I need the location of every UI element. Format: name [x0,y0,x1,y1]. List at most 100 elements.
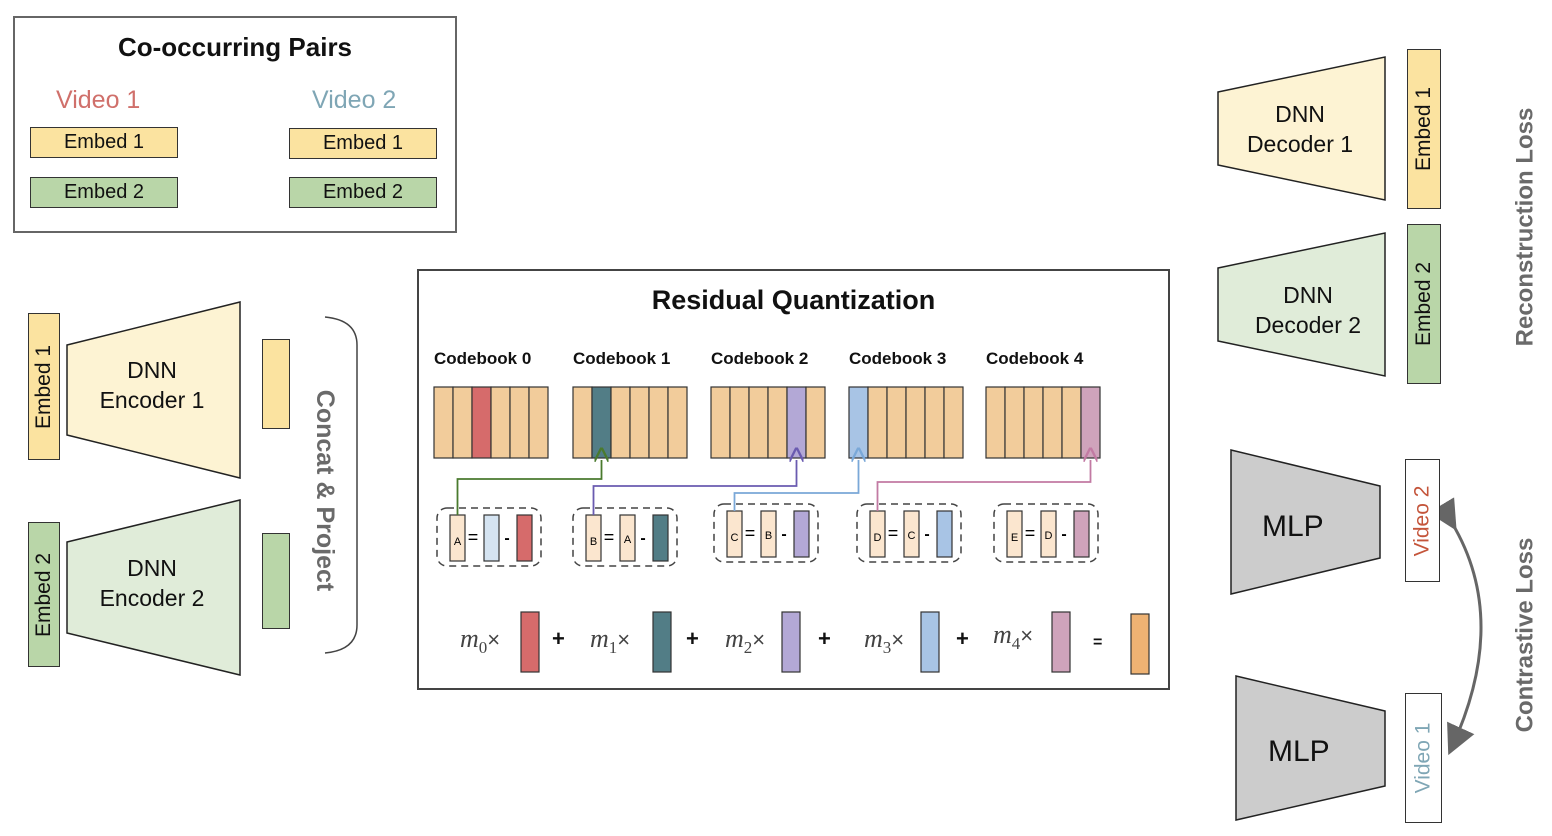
decoder2-trapezoid [1217,232,1386,377]
residual-arrow-3 [876,460,1091,511]
decoder1-output-label: Embed 1 [1412,86,1435,172]
coefficient-symbol: m [993,620,1012,649]
codebook-1-cell [648,386,669,459]
residual-3-rhs-label: C [908,530,916,542]
mlp1-trapezoid [1230,449,1381,595]
residual-4-rhs-vector [1040,510,1057,558]
codeword-vector-2 [781,611,801,673]
encoder1-output [262,339,290,429]
encoder1-line2: Encoder 1 [99,387,205,413]
encoder2-label: DNN Encoder 2 [67,553,237,613]
residual-4-lhs-vector [1006,510,1023,558]
codebook-4-cell [1023,386,1044,459]
codebook-4-selected-cell [1080,386,1101,459]
residual-0-lhs-label: A [454,536,462,548]
codebook-3-cell [905,386,926,459]
codebook-2-cell [710,386,731,459]
coefficient-m3: m3× [864,624,904,658]
codebook-4-cell [1061,386,1082,459]
residual-1-rhs-vector [619,514,636,562]
codebook-3-cell [886,386,907,459]
coefficient-symbol: m [460,624,479,653]
quantized-result-vector [1130,613,1150,675]
residual-arrow-1 [592,460,797,515]
decoder2-output-embed2: Embed 2 [1407,224,1441,384]
residual-1-rhs-label: A [624,534,632,546]
plus-sign: + [686,626,699,651]
times-sign: × [617,627,631,652]
mlp2-label: MLP [1268,735,1330,768]
residual-quantization-title: Residual Quantization [651,285,936,315]
codebook-0-cell [490,386,511,459]
codebook-1-cell [610,386,631,459]
encoder2-trapezoid [66,499,241,676]
mlp2-trapezoid [1235,675,1386,821]
codebook-3-cell [943,386,964,459]
mlp1-label: MLP [1262,510,1324,543]
times-sign: × [752,627,766,652]
residual-1-lhs-label: B [590,536,597,548]
decoder1-line1: DNN [1275,101,1325,127]
residual-0-codeword [516,514,533,562]
coefficient-subscript: 2 [743,638,753,658]
mlp2-output-label: Video 1 [1411,722,1435,794]
mlp1-output-label: Video 2 [1410,485,1434,556]
codebook-0-cell [528,386,549,459]
residual-4-rhs-label: D [1045,530,1053,542]
residual-1-equals: = [604,527,615,547]
residual-2-rhs-vector [760,510,777,558]
video1-embed2: Embed 2 [30,177,178,208]
residual-3-equals: = [888,523,899,543]
residual-1-codeword [652,514,669,562]
codebook-1-cell [629,386,650,459]
reconstruction-loss-label-wrap: Reconstruction Loss [1505,108,1545,347]
encoder1-label: DNN Encoder 1 [67,355,237,415]
codebook-4-cell [1042,386,1063,459]
residual-2-minus: - [781,526,786,543]
coefficient-subscript: 4 [1011,634,1021,654]
residual-4-minus: - [1061,526,1066,543]
codebook-4-cell [1004,386,1025,459]
contrastive-loss-label: Contrastive Loss [1511,537,1538,733]
decoder2-line2: Decoder 2 [1254,312,1362,338]
residual-2-rhs-label: B [765,530,772,542]
encoder1-line1: DNN [127,357,177,383]
coefficient-m1: m1× [590,624,630,658]
residual-2-codeword [793,510,810,558]
residual-4-lhs-label: E [1011,532,1018,544]
coefficient-symbol: m [864,624,883,653]
contrastive-loss-label-wrap: Contrastive Loss [1505,538,1545,733]
contrastive-arrow [1428,497,1483,756]
residual-arrow-0 [456,460,602,515]
codebook-2-cell [729,386,750,459]
coefficient-subscript: 0 [478,638,488,658]
times-sign: × [1020,623,1034,648]
plus-sign: + [956,626,969,651]
residual-group-2 [713,503,819,563]
residual-2-lhs-label: C [731,532,739,544]
codebook-2-cell [748,386,769,459]
residual-3-minus: - [924,526,929,543]
video2-embed1: Embed 1 [289,128,437,159]
codeword-vector-4 [1051,611,1071,673]
codebook-0-cell [433,386,454,459]
times-sign: × [891,627,905,652]
coefficient-m0: m0× [460,624,500,658]
codebook-0-cell [452,386,473,459]
codebook-0-selected-cell [471,386,492,459]
times-sign: × [487,627,501,652]
coefficient-m4: m4× [993,620,1033,654]
codebook-0-cell [509,386,530,459]
residual-group-0 [436,507,542,567]
video1-label: Video 1 [56,86,141,114]
mlp2-output-video1: Video 1 [1405,693,1442,823]
residual-3-lhs-label: D [874,532,882,544]
codebook-4-cell [985,386,1006,459]
coefficient-symbol: m [590,624,609,653]
video2-embed2: Embed 2 [289,177,437,208]
codebook-3-selected-cell [848,386,869,459]
codebook-2-label: Codebook 2 [711,349,809,368]
residual-4-codeword [1073,510,1090,558]
plus-sign: + [552,626,565,651]
